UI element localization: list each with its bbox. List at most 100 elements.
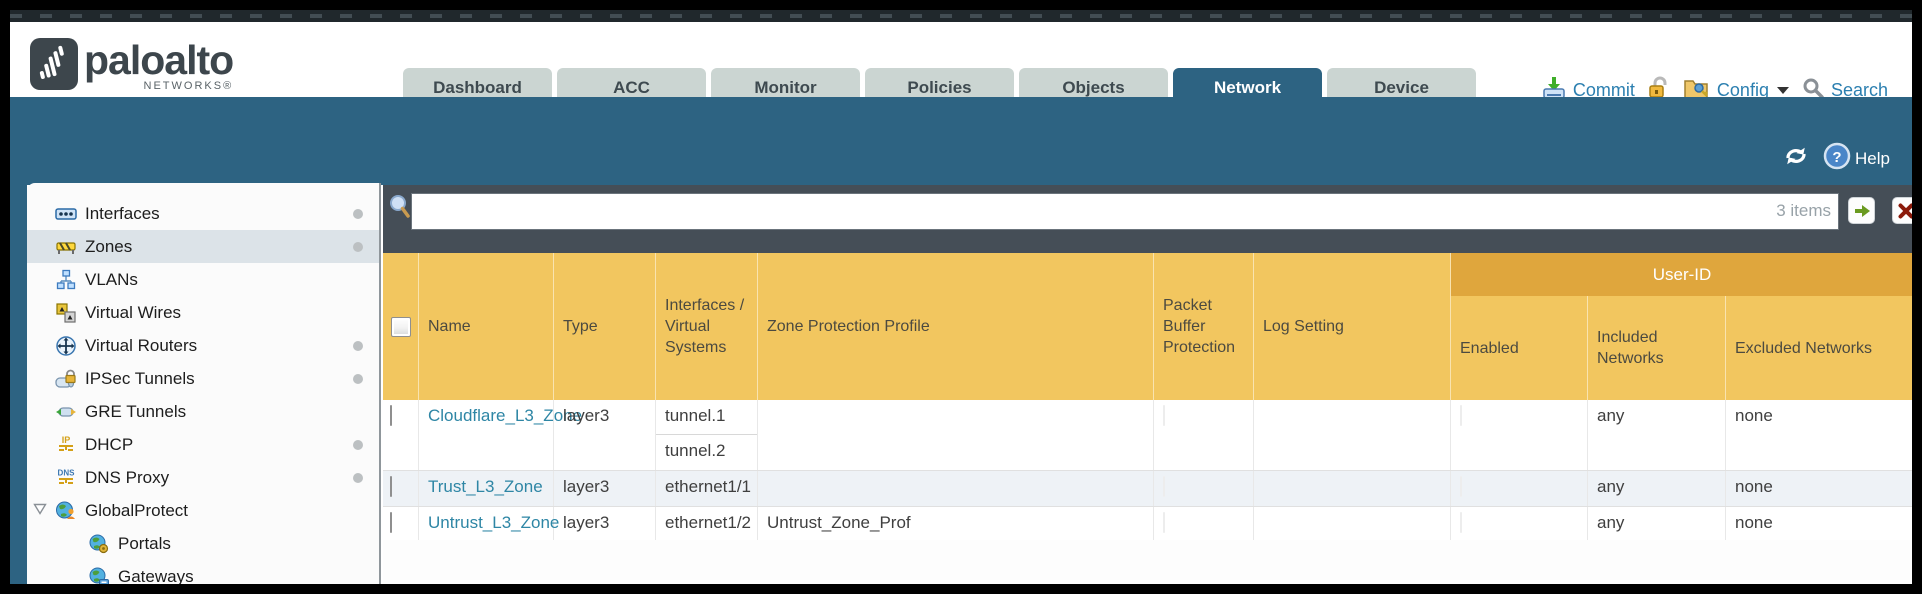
lock-icon[interactable] xyxy=(1647,75,1671,106)
sub-header-band xyxy=(10,97,1912,185)
config-menu[interactable]: Config xyxy=(1683,75,1789,106)
user-id-group: User-ID Enabled Included Networks Exclud… xyxy=(1451,253,1912,400)
page: paloalto NETWORKS® Dashboard ACC Monitor… xyxy=(10,10,1912,584)
packet-buffer-checkbox xyxy=(1163,405,1165,426)
header-actions: Commit xyxy=(1541,72,1888,108)
zones-icon xyxy=(56,241,76,254)
config-icon xyxy=(1683,75,1711,106)
packet-buffer-protection-cell xyxy=(1154,471,1254,506)
sidebar-item-globalprotect[interactable]: GlobalProtect xyxy=(27,494,379,527)
column-header-type[interactable]: Type xyxy=(554,253,656,400)
clear-filter-button[interactable] xyxy=(1892,197,1912,224)
sidebar-item-ipsec-tunnels[interactable]: IPSec Tunnels xyxy=(27,362,379,395)
row-checkbox[interactable] xyxy=(390,476,392,497)
sidebar-item-dns-proxy[interactable]: DNS DNS Proxy xyxy=(27,461,379,494)
column-header-name[interactable]: Name xyxy=(419,253,554,400)
packet-buffer-protection-cell xyxy=(1154,400,1254,470)
zone-name-link[interactable]: Trust_L3_Zone xyxy=(428,477,543,496)
column-header-log-setting[interactable]: Log Setting xyxy=(1254,253,1451,400)
column-header-interfaces[interactable]: Interfaces / Virtual Systems xyxy=(656,253,758,400)
sidebar-item-virtual-wires[interactable]: Virtual Wires xyxy=(27,296,379,329)
sidebar-item-interfaces[interactable]: Interfaces xyxy=(27,197,379,230)
sidebar-item-gateways[interactable]: Gateways xyxy=(27,560,379,584)
app-header: paloalto NETWORKS® Dashboard ACC Monitor… xyxy=(10,22,1912,107)
zone-protection-profile-cell xyxy=(758,471,1154,506)
help-label: Help xyxy=(1855,148,1890,168)
column-header-included-networks[interactable]: Included Networks xyxy=(1588,296,1726,400)
sidebar-item-dhcp[interactable]: IP DHCP xyxy=(27,428,379,461)
sidebar-item-label: GRE Tunnels xyxy=(85,401,187,421)
zone-name-link[interactable]: Untrust_L3_Zone xyxy=(428,513,560,532)
column-header-packet-buffer-protection[interactable]: Packet Buffer Protection xyxy=(1154,253,1254,400)
enabled-checkbox xyxy=(1460,512,1462,533)
sidebar-item-label: Virtual Wires xyxy=(85,302,182,322)
zone-type-cell: layer3 xyxy=(554,400,656,470)
expander-triangle-icon[interactable] xyxy=(33,502,47,520)
status-dot xyxy=(353,439,363,450)
log-setting-cell xyxy=(1254,400,1451,470)
sidebar-item-virtual-routers[interactable]: Virtual Routers xyxy=(27,329,379,362)
sidebar-item-label: Interfaces xyxy=(85,203,160,223)
row-checkbox-cell xyxy=(383,400,419,470)
row-checkbox[interactable] xyxy=(390,405,392,426)
user-id-enabled-cell xyxy=(1451,471,1588,506)
column-header-excluded-networks[interactable]: Excluded Networks xyxy=(1726,296,1912,400)
brand-name: paloalto xyxy=(84,37,234,83)
user-id-enabled-cell xyxy=(1451,400,1588,470)
zones-table: Name Type Interfaces / Virtual Systems Z… xyxy=(383,253,1912,541)
zone-protection-profile-cell xyxy=(758,400,1154,470)
search-label: Search xyxy=(1830,79,1888,100)
brand-subtitle: NETWORKS® xyxy=(143,80,234,92)
included-networks-cell: any xyxy=(1588,471,1726,506)
zone-name-link[interactable]: Cloudflare_L3_Zone xyxy=(428,406,583,425)
row-checkbox[interactable] xyxy=(390,512,392,533)
sidebar-item-label: DHCP xyxy=(85,434,134,454)
zone-interfaces-cell: ethernet1/1 xyxy=(656,471,758,506)
sidebar-item-gre-tunnels[interactable]: GRE Tunnels xyxy=(27,395,379,428)
sidebar-item-vlans[interactable]: VLANs xyxy=(27,263,379,296)
virtual-wires-icon xyxy=(56,302,76,323)
search-button[interactable]: Search xyxy=(1801,76,1888,105)
enabled-checkbox xyxy=(1460,405,1462,426)
select-all-checkbox[interactable] xyxy=(390,316,411,337)
column-header-zone-protection-profile[interactable]: Zone Protection Profile xyxy=(758,253,1154,400)
config-label: Config xyxy=(1716,79,1769,100)
sidebar-item-label: Gateways xyxy=(118,566,194,585)
virtual-routers-icon xyxy=(56,335,76,356)
status-dot xyxy=(353,472,363,483)
column-header-enabled[interactable]: Enabled xyxy=(1451,296,1588,400)
table-row: Trust_L3_Zone layer3 ethernet1/1 any non… xyxy=(383,471,1912,507)
globalprotect-icon xyxy=(56,501,75,519)
sidebar-item-zones[interactable]: Zones xyxy=(27,230,379,263)
log-setting-cell xyxy=(1254,471,1451,506)
interfaces-icon xyxy=(55,207,77,220)
sidebar-item-portals[interactable]: Portals xyxy=(27,527,379,560)
enabled-checkbox xyxy=(1460,476,1462,497)
packet-buffer-checkbox xyxy=(1163,512,1165,533)
sidebar-item-label: Virtual Routers xyxy=(85,335,198,355)
vlans-icon xyxy=(56,269,76,289)
excluded-networks-cell: none xyxy=(1726,507,1912,540)
help-icon: ? xyxy=(1823,142,1851,175)
row-checkbox-cell xyxy=(383,507,419,540)
help-button[interactable]: ? Help xyxy=(1823,142,1890,175)
apply-filter-button[interactable] xyxy=(1848,197,1875,224)
zone-type-cell: layer3 xyxy=(554,507,656,540)
zone-name-cell: Untrust_L3_Zone xyxy=(419,507,559,540)
header-checkbox-cell xyxy=(383,253,419,400)
excluded-networks-cell: none xyxy=(1726,400,1912,470)
svg-text:?: ? xyxy=(1832,149,1841,166)
table-header: Name Type Interfaces / Virtual Systems Z… xyxy=(383,253,1912,400)
status-dot xyxy=(353,208,363,219)
refresh-icon[interactable] xyxy=(1783,144,1809,173)
commit-button[interactable]: Commit xyxy=(1541,75,1635,106)
included-networks-cell: any xyxy=(1588,400,1726,470)
sidebar-item-label: DNS Proxy xyxy=(85,467,170,487)
filter-input[interactable] xyxy=(411,193,1839,230)
interface-entry: tunnel.2 xyxy=(665,441,726,460)
sidebar-item-label: IPSec Tunnels xyxy=(85,368,195,388)
gre-tunnels-icon xyxy=(56,406,76,417)
band-actions: ? Help xyxy=(1783,142,1890,175)
sidebar-item-label: VLANs xyxy=(85,269,138,289)
status-dot xyxy=(353,241,363,252)
